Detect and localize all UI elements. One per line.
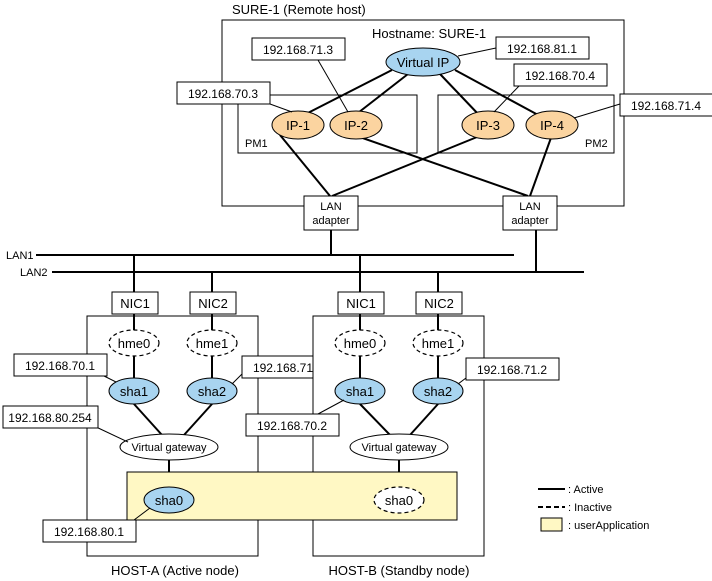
legend-user-app-text: : userApplication [568, 520, 649, 532]
pm1-box [237, 94, 418, 154]
legend-active-text: : Active [568, 484, 603, 496]
link-vip-ip1 [297, 69, 393, 119]
host-a-sha1-addr: 192.168.70.1 [25, 359, 95, 373]
link-ip4-adapter-right [529, 134, 553, 197]
ip2-addr: 192.168.71.3 [263, 43, 333, 57]
lan-adapter-left-line2: adapter [312, 215, 350, 227]
host-a-sha0-label: sha0 [155, 493, 183, 508]
lan2-label: LAN2 [20, 267, 48, 279]
host-b-sha2-gw [409, 403, 439, 436]
legend-inactive-text: : Inactive [568, 502, 612, 514]
host-a-gateway-label: Virtual gateway [131, 442, 207, 454]
host-b-sha0 [373, 486, 425, 514]
link-vip-ip3 [439, 73, 481, 117]
host-b-hme1-label: hme1 [422, 336, 455, 351]
host-b-gateway-label: Virtual gateway [361, 442, 437, 454]
host-a-sha0-addr: 192.168.80.1 [54, 525, 124, 539]
host-b-sha2-addr-box [465, 357, 560, 381]
ip2-ellipse [329, 110, 383, 140]
callout-host-b-sha1 [317, 399, 345, 415]
virtual-ip-addr-box [495, 36, 590, 60]
link-ip3-adapter-left [331, 134, 483, 197]
link-ip1-adapter-left [279, 134, 331, 197]
host-b-title: HOST-B (Standby node) [329, 563, 470, 578]
host-a-nic2-label: NIC2 [198, 296, 228, 311]
host-a-sha0-addr-box [42, 519, 137, 543]
host-b-nic1-label: NIC1 [346, 296, 376, 311]
ip2-addr-box [251, 37, 346, 61]
legend-user-app-swatch [540, 517, 563, 532]
link-vip-ip2 [353, 73, 409, 117]
ip3-ellipse [461, 110, 515, 140]
lan-adapter-right-line2: adapter [511, 215, 549, 227]
callout-ip1 [269, 103, 293, 113]
callout-host-b-sha2 [457, 377, 467, 385]
lan-adapter-left-line1: LAN [320, 201, 341, 213]
callout-vip [457, 47, 497, 57]
callout-host-a-sha0 [133, 507, 151, 521]
ip1-addr-box [176, 81, 271, 105]
host-a-hme0-label: hme0 [118, 336, 151, 351]
lan-adapter-right-line1: LAN [519, 201, 540, 213]
host-b-hme0-label: hme0 [344, 336, 377, 351]
host-a-hme1-label: hme1 [196, 336, 229, 351]
host-a-sha0 [143, 486, 195, 514]
host-a-gw-addr-box [2, 405, 99, 429]
ip1-addr: 192.168.70.3 [188, 87, 258, 101]
host-a-sha1-gw [133, 403, 163, 436]
host-a-sha2-addr: 192.168.71.1 [253, 361, 323, 375]
ip4-addr: 192.168.71.4 [631, 99, 701, 113]
remote-host-title: SURE-1 (Remote host) [232, 2, 366, 17]
link-ip2-adapter-right [353, 134, 529, 197]
ip4-label: IP-4 [540, 118, 564, 133]
lan-adapter-right [502, 195, 558, 231]
callout-host-a-gw [93, 425, 129, 443]
pm1-label: PM1 [245, 138, 268, 150]
callout-ip3 [493, 84, 521, 113]
host-b-sha1-label: sha1 [346, 384, 374, 399]
callout-host-a-sha2 [231, 373, 243, 385]
virtual-ip-ellipse [385, 47, 461, 77]
host-a-sha2-label: sha2 [198, 384, 226, 399]
host-a-gw-addr: 192.168.80.254 [8, 411, 92, 425]
lan1-label: LAN1 [6, 250, 34, 262]
host-b-sha1-addr: 192.168.70.2 [257, 419, 327, 433]
host-b-sha1-addr-box [245, 413, 340, 437]
ip4-addr-box [619, 93, 712, 117]
host-b-sha2-label: sha2 [424, 384, 452, 399]
callout-ip2 [317, 59, 349, 113]
host-b-nic2-label: NIC2 [424, 296, 454, 311]
remote-hostname: Hostname: SURE-1 [372, 26, 486, 41]
ip1-label: IP-1 [286, 118, 310, 133]
ip1-ellipse [271, 110, 325, 140]
callout-ip4 [573, 103, 621, 119]
virtual-ip-addr: 192.168.81.1 [507, 42, 577, 56]
host-a-nic1-label: NIC1 [120, 296, 150, 311]
ip2-label: IP-2 [344, 118, 368, 133]
host-a-sha1-label: sha1 [120, 384, 148, 399]
host-b-sha2-addr: 192.168.71.2 [477, 363, 547, 377]
host-a-sha2-gw [183, 403, 213, 436]
virtual-ip-label: Virtual IP [397, 55, 450, 70]
host-a-sha1-addr-box [13, 353, 108, 377]
host-b-sha1-gw [359, 403, 391, 436]
ip3-label: IP-3 [476, 118, 500, 133]
host-b-sha0-label: sha0 [385, 493, 413, 508]
pm2-label: PM2 [585, 138, 608, 150]
link-vip-ip4 [454, 69, 541, 117]
host-a-title: HOST-A (Active node) [111, 563, 239, 578]
ip3-addr: 192.168.70.4 [525, 69, 595, 83]
ip3-addr-box [513, 63, 608, 87]
ip4-ellipse [525, 110, 579, 140]
